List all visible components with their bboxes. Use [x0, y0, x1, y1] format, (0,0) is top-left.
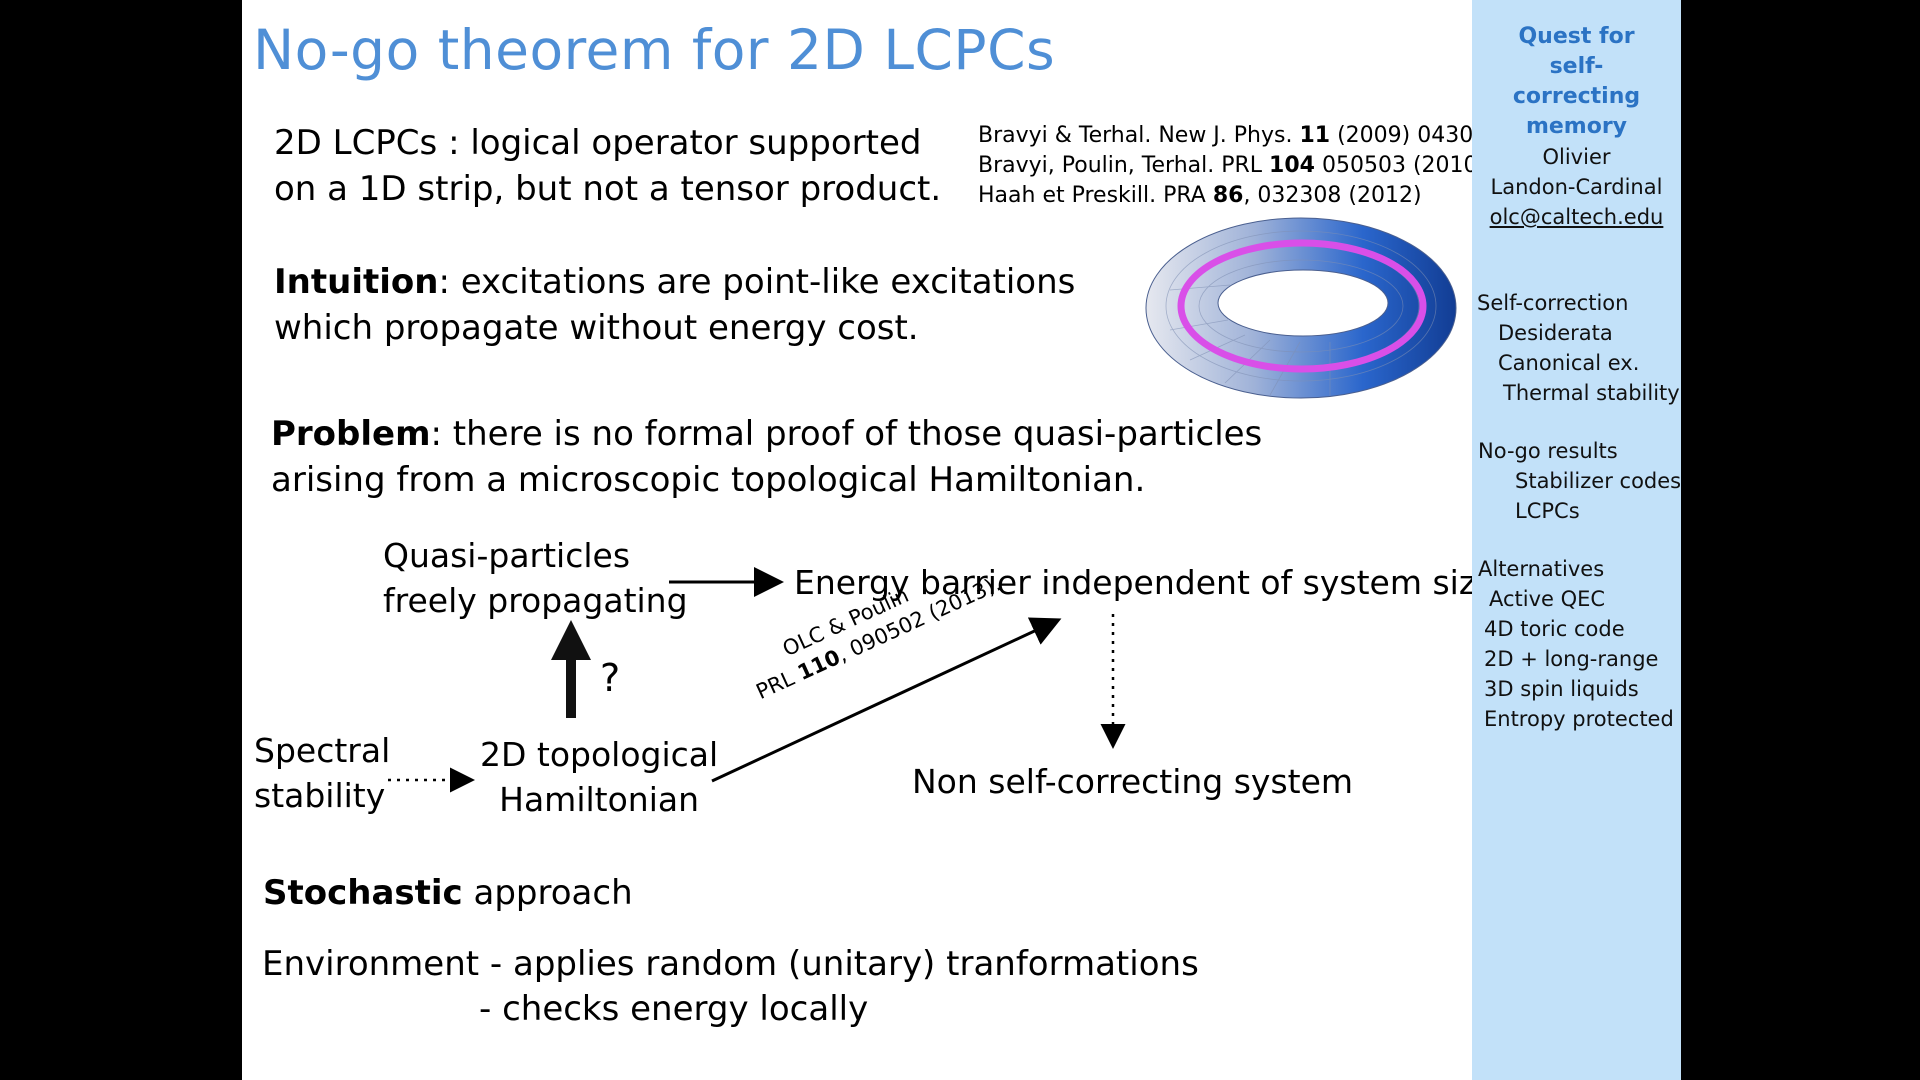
sidebar-item-2d-long-range[interactable]: 2D + long-range	[1484, 647, 1659, 671]
problem-text: Problem: there is no formal proof of tho…	[271, 414, 1263, 500]
sidebar-section-alternatives: Alternatives Active QEC 4D toric code 2D…	[1478, 554, 1687, 734]
author-email-link[interactable]: olc@caltech.edu	[1489, 205, 1664, 229]
intuition-label: Intuition	[274, 262, 439, 302]
question-mark: ?	[600, 656, 621, 700]
reference-2: Bravyi, Poulin, Terhal. PRL 104 050503 (…	[978, 153, 1487, 178]
non-self-correcting-node: Non self-correcting system	[912, 762, 1354, 801]
intuition-text: Intuition: excitations are point-like ex…	[274, 262, 1076, 348]
sidebar-item-4d-toric[interactable]: 4D toric code	[1484, 617, 1625, 641]
sidebar-section-no-go: No-go results Stabilizer codes LCPCs	[1478, 436, 1687, 526]
sidebar-author: Olivier Landon-Cardinal olc@caltech.edu	[1472, 142, 1681, 232]
environment-line-2: - checks energy locally	[479, 989, 869, 1029]
arrow-hamiltonian-to-energy-barrier	[711, 617, 1062, 783]
sidebar-item-no-go-results[interactable]: No-go results	[1478, 439, 1618, 463]
sidebar-item-canonical[interactable]: Canonical ex.	[1498, 351, 1640, 375]
sidebar-item-alternatives[interactable]: Alternatives	[1478, 557, 1605, 581]
sidebar-item-active-qec[interactable]: Active QEC	[1489, 587, 1606, 611]
sidebar-header: Quest for self-correcting memory	[1512, 24, 1641, 139]
sidebar	[1472, 0, 1681, 1080]
intro-line-2: on a 1D strip, but not a tensor product.	[274, 169, 942, 209]
slide-title: No-go theorem for 2D LCPCs	[253, 18, 1056, 82]
thick-up-arrow	[551, 620, 591, 718]
quasi-particles-node: Quasi-particles freely propagating	[383, 536, 688, 620]
spectral-stability-node: Spectral stability	[254, 731, 391, 815]
sidebar-item-lcpcs[interactable]: LCPCs	[1515, 499, 1580, 523]
sidebar-section-self-correction: Self-correction Desiderata Canonical ex.…	[1477, 288, 1686, 408]
sidebar-item-desiderata[interactable]: Desiderata	[1498, 321, 1613, 345]
sidebar-item-self-correction[interactable]: Self-correction	[1477, 291, 1629, 315]
sidebar-item-stabilizer-codes[interactable]: Stabilizer codes	[1515, 469, 1682, 493]
topological-hamiltonian-node: 2D topological Hamiltonian	[480, 735, 719, 819]
problem-label: Problem	[271, 414, 431, 454]
references: Bravyi & Terhal. New J. Phys. 11 (2009) …	[978, 121, 1501, 211]
energy-barrier-node: Energy barrier independent of system siz…	[794, 563, 1497, 602]
reference-3: Haah et Preskill. PRA 86, 032308 (2012)	[978, 183, 1422, 208]
sidebar-item-3d-spin-liquids[interactable]: 3D spin liquids	[1484, 677, 1639, 701]
intro-line-1: 2D LCPCs : logical operator supported	[274, 123, 922, 163]
intro-text: 2D LCPCs : logical operator supported on…	[274, 120, 941, 212]
sidebar-item-thermal-stability[interactable]: Thermal stability	[1503, 381, 1680, 405]
environment-line-1: Environment - applies random (unitary) t…	[262, 944, 1199, 984]
slide	[242, 0, 1472, 1080]
sidebar-item-entropy-protected[interactable]: Entropy protected	[1484, 707, 1674, 731]
torus-with-loop-icon	[1145, 217, 1457, 399]
stochastic-heading: Stochastic approach	[263, 873, 633, 913]
